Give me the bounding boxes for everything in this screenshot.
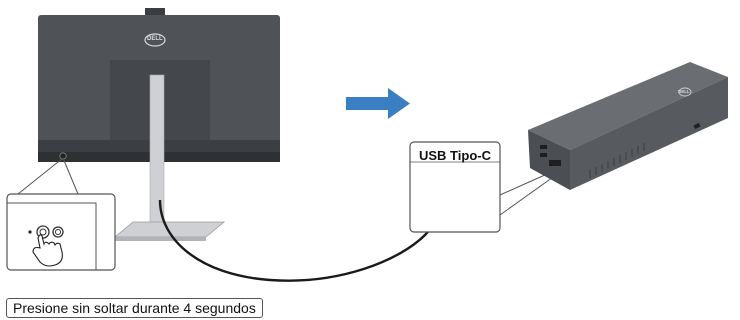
monitor-stand [113, 74, 226, 241]
button-ring-icon [52, 226, 64, 238]
usb-callout [409, 141, 557, 233]
dock-dell-logo-icon [678, 87, 692, 97]
webcam [145, 8, 165, 17]
docking-station [528, 62, 728, 190]
led-dot-icon [28, 230, 32, 234]
monitor-brand-logo: DELL [147, 36, 163, 42]
dock-top [528, 62, 728, 150]
dell-logo-icon [144, 33, 166, 47]
instruction-caption: Presione sin soltar durante 4 segundos [6, 298, 263, 318]
dock-vents [589, 143, 645, 178]
hand-press-icon [32, 234, 63, 267]
power-button-zoom-callout [6, 193, 116, 271]
usb-type-c-label: USB Tipo-C [419, 148, 491, 163]
direction-arrow [346, 88, 410, 119]
dock-brand-logo: DELL [678, 89, 690, 94]
dock-side [570, 77, 728, 190]
usb-c-cable [158, 199, 441, 282]
dock-usb-c-port [540, 145, 547, 149]
